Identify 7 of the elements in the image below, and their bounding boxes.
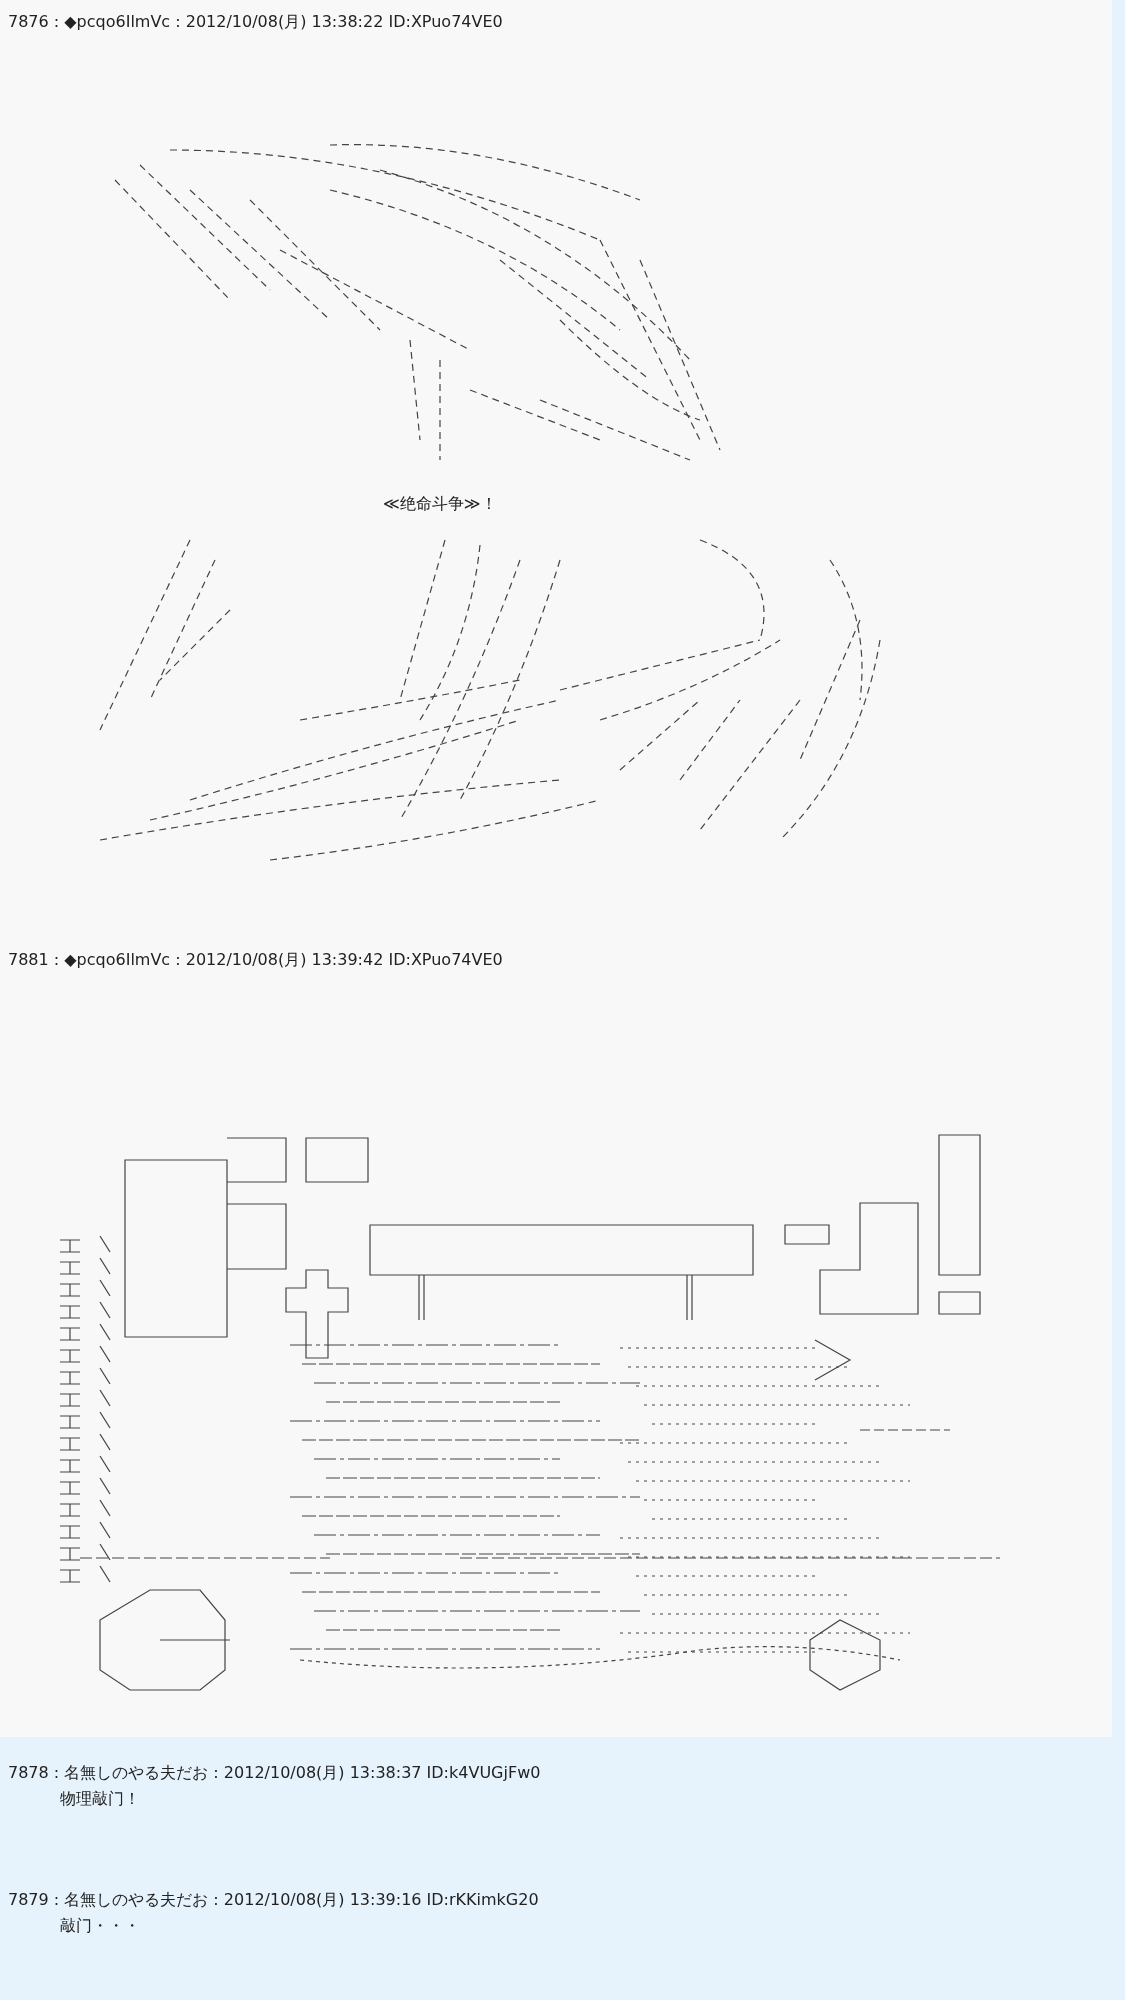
- post-header: 7881 : ◆pcqo6IlmVc : 2012/10/08(月) 13:39:42 ID:XPuo74VE0: [8, 950, 503, 970]
- post-header: 7876 : ◆pcqo6IlmVc : 2012/10/08(月) 13:38:22 ID:XPuo74VE0: [8, 12, 503, 32]
- reply-text: 物理敲门！: [60, 1789, 140, 1809]
- reply-header: 7878 : 名無しのやる夫だお : 2012/10/08(月) 13:38:37 ID:k4VUGjFw0: [8, 1763, 541, 1783]
- reply-header: 7879 : 名無しのやる夫だお : 2012/10/08(月) 13:39:16 ID:rKKimkG20: [8, 1890, 539, 1910]
- caption-text: ≪绝命斗争≫！: [383, 494, 497, 514]
- reply-text: 敲门・・・: [60, 1916, 140, 1936]
